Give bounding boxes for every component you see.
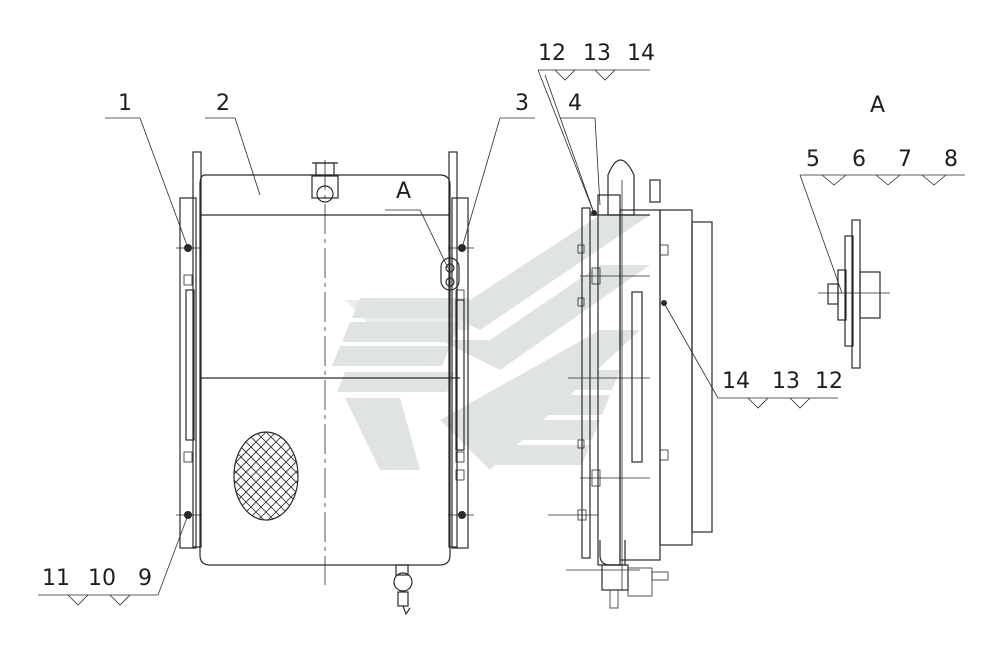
label-5: 5 xyxy=(806,147,820,172)
label-13-bottom: 13 xyxy=(772,369,800,394)
label-4: 4 xyxy=(568,91,582,116)
label-7: 7 xyxy=(898,147,912,172)
label-8: 8 xyxy=(944,147,958,172)
label-1: 1 xyxy=(118,91,132,116)
label-13-top: 13 xyxy=(583,41,611,66)
label-14-top: 14 xyxy=(627,41,655,66)
leader-lines xyxy=(38,69,965,606)
watermark-logo xyxy=(332,215,650,470)
label-a-detail: A xyxy=(870,93,885,118)
label-2: 2 xyxy=(216,91,230,116)
label-14-bottom: 14 xyxy=(722,369,750,394)
label-a-front: A xyxy=(396,179,411,204)
detail-a-view xyxy=(818,219,890,369)
label-12-top: 12 xyxy=(538,41,566,66)
label-6: 6 xyxy=(852,147,866,172)
radiator-side-view xyxy=(548,159,713,609)
label-11: 11 xyxy=(42,566,70,591)
label-12-bottom: 12 xyxy=(815,369,843,394)
label-9: 9 xyxy=(138,566,152,591)
label-3: 3 xyxy=(515,91,529,116)
part-labels: 1 2 3 4 A 12 13 14 A 5 6 7 8 14 13 12 11… xyxy=(42,41,958,591)
label-10: 10 xyxy=(88,566,116,591)
radiator-front-view xyxy=(176,151,474,616)
